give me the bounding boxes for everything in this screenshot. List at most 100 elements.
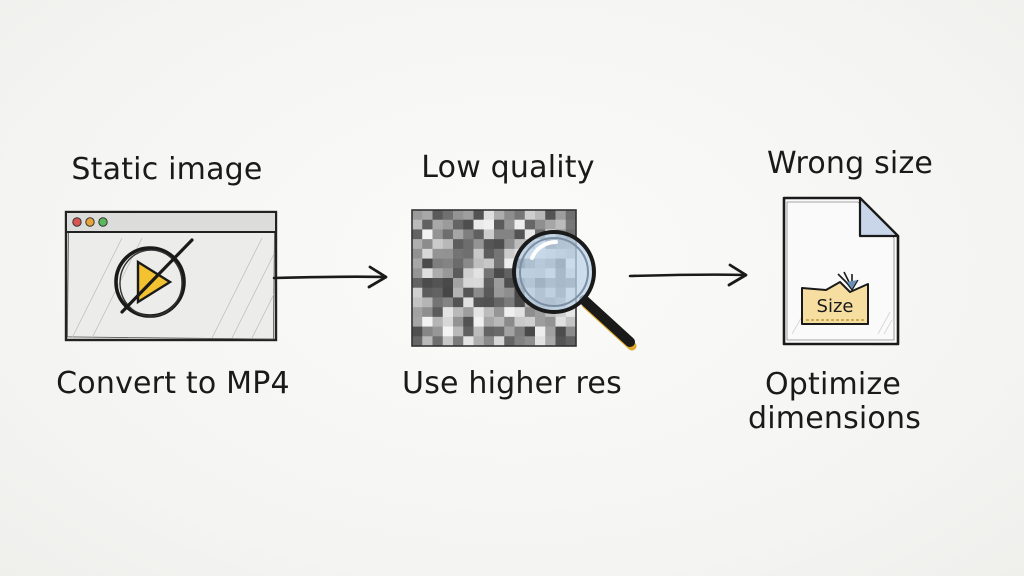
- pixel-cell: [494, 229, 505, 240]
- pixel-cell: [483, 248, 495, 259]
- pixel-cell: [473, 239, 485, 250]
- pixel-cell: [555, 219, 567, 230]
- pixel-cell: [504, 326, 515, 337]
- pixel-cell: [545, 210, 556, 221]
- pixel-cell: [565, 307, 577, 318]
- pixel-cell: [453, 297, 464, 308]
- pixel-cell: [473, 326, 485, 337]
- pixel-cell: [432, 287, 444, 298]
- pixel-cell: [504, 307, 515, 318]
- pixel-cell: [504, 239, 515, 250]
- pixel-cell: [432, 210, 444, 221]
- pixel-cell: [432, 258, 444, 269]
- pixel-cell: [432, 307, 444, 318]
- pixel-cell: [514, 239, 526, 250]
- pixel-cell: [412, 229, 423, 240]
- pixel-cell: [422, 307, 433, 318]
- arrow-right-icon: [272, 265, 388, 289]
- pixel-cell: [524, 307, 536, 318]
- pixel-cell: [442, 287, 454, 298]
- pixel-cell: [463, 326, 474, 337]
- pixel-cell: [473, 287, 485, 298]
- pixel-cell: [483, 336, 495, 347]
- document-size-icon: Size: [782, 196, 900, 346]
- pixel-cell: [422, 336, 433, 347]
- pixel-cell: [412, 316, 423, 327]
- pixel-cell: [514, 336, 526, 347]
- pixel-cell: [473, 229, 485, 240]
- pixel-cell: [432, 268, 444, 279]
- pixel-cell: [422, 258, 433, 269]
- pixel-cell: [463, 229, 474, 240]
- pixel-cell: [473, 307, 485, 318]
- pixel-cell: [412, 297, 423, 308]
- pixel-cell: [442, 229, 454, 240]
- pixel-cell: [483, 229, 495, 240]
- pixel-cell: [524, 326, 536, 337]
- pixel-cell: [494, 239, 505, 250]
- pixel-cell: [453, 316, 464, 327]
- pixel-cell: [412, 248, 423, 259]
- size-badge-label: Size: [817, 296, 854, 317]
- pixel-cell: [412, 210, 423, 221]
- pixel-cell: [494, 307, 505, 318]
- pixel-cell: [473, 258, 485, 269]
- pixel-cell: [565, 210, 577, 221]
- step-3-problem-label: Wrong size: [766, 146, 934, 181]
- pixel-cell: [483, 326, 495, 337]
- pixel-cell: [463, 248, 474, 259]
- pixel-cell: [432, 297, 444, 308]
- pixel-cell: [494, 219, 505, 230]
- pixel-cell: [535, 210, 546, 221]
- step-1-solution-label: Convert to MP4: [56, 366, 290, 401]
- pixel-cell: [453, 229, 464, 240]
- pixel-cell: [473, 219, 485, 230]
- pixel-cell: [494, 316, 505, 327]
- pixel-cell: [483, 307, 495, 318]
- pixel-cell: [453, 219, 464, 230]
- pixel-cell: [504, 297, 515, 308]
- pixel-cell: [545, 219, 556, 230]
- pixel-cell: [555, 336, 567, 347]
- pixel-cell: [514, 210, 526, 221]
- step-3-solution-line2: dimensions: [748, 401, 922, 436]
- pixel-cell: [473, 297, 485, 308]
- pixel-cell: [442, 307, 454, 318]
- pixel-cell: [422, 210, 433, 221]
- pixel-cell: [412, 287, 423, 298]
- browser-play-icon: [64, 210, 278, 342]
- pixel-cell: [504, 229, 515, 240]
- pixel-cell: [422, 219, 433, 230]
- window-maximize-dot: [98, 217, 108, 227]
- pixel-cell: [535, 326, 546, 337]
- pixel-cell: [504, 287, 515, 298]
- pixel-cell: [432, 219, 444, 230]
- pixel-cell: [463, 278, 474, 289]
- pixel-cell: [494, 326, 505, 337]
- pixel-cell: [442, 336, 454, 347]
- pixel-cell: [453, 278, 464, 289]
- pixel-cell: [494, 248, 505, 259]
- pixel-cell: [432, 229, 444, 240]
- pixel-cell: [535, 219, 546, 230]
- pixel-cell: [494, 268, 505, 279]
- pixel-cell: [494, 287, 505, 298]
- pixel-cell: [463, 219, 474, 230]
- pixel-cell: [524, 229, 536, 240]
- pixel-cell: [412, 307, 423, 318]
- pixel-cell: [463, 258, 474, 269]
- pixel-cell: [453, 307, 464, 318]
- pixel-cell: [514, 307, 526, 318]
- pixel-cell: [473, 248, 485, 259]
- pixel-cell: [453, 268, 464, 279]
- pixel-cell: [473, 278, 485, 289]
- pixel-cell: [514, 297, 526, 308]
- pixel-cell: [514, 326, 526, 337]
- pixel-cell: [422, 239, 433, 250]
- pixel-cell: [453, 336, 464, 347]
- pixel-cell: [422, 287, 433, 298]
- pixel-cell: [535, 316, 546, 327]
- pixel-cell: [565, 326, 577, 337]
- pixel-cell: [535, 307, 546, 318]
